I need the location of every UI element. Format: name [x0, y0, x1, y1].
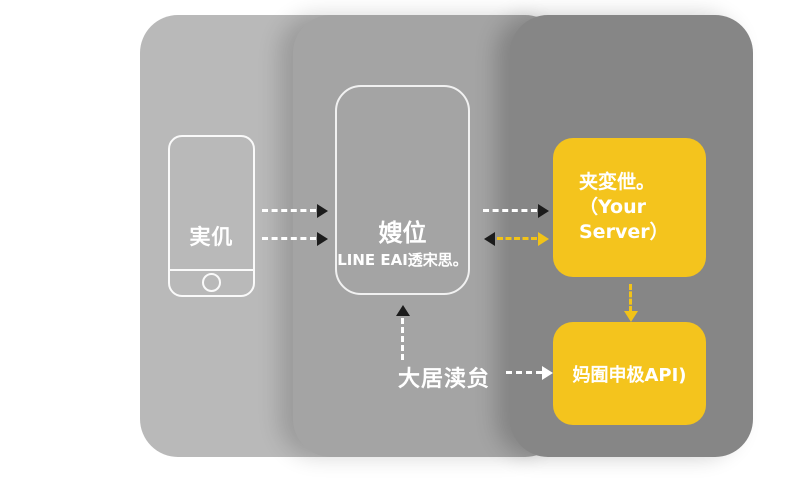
home-button-icon: [202, 273, 221, 292]
arrowhead-left-icon: [484, 232, 495, 246]
arrowhead-right-yellow-icon: [538, 232, 549, 246]
arrow-label-to-api: [506, 371, 542, 374]
platform-title: 嫂位: [378, 219, 427, 247]
arrowhead-up-icon: [396, 305, 410, 316]
arrowhead-down-yellow-icon: [624, 311, 638, 322]
arrow-platform-to-server: [483, 209, 537, 212]
phone-label: 実仉: [189, 225, 234, 249]
arrow-server-to-api: [629, 284, 632, 312]
server-box-line1: 夹変伳。: [579, 171, 656, 193]
platform-subtitle: LINE EAI透宋思。: [337, 251, 468, 269]
webhook-label: 大居渎贠: [398, 367, 491, 392]
arrow-phone-to-platform-2: [262, 237, 316, 240]
api-box-label: 妈囿申极API): [572, 364, 687, 386]
arrowhead-right-icon: [317, 204, 328, 218]
platform-box: 嫂位 LINE EAI透宋思。: [335, 85, 470, 295]
arrow-webhook-up: [401, 318, 404, 360]
arrowhead-right-white-icon: [542, 366, 553, 380]
api-box: 妈囿申极API): [553, 322, 706, 425]
server-box-line2: （Your Server）: [579, 196, 669, 243]
arrowhead-right-icon: [317, 232, 328, 246]
arrow-server-to-platform: [497, 237, 537, 240]
phone-footer: [170, 269, 253, 295]
smartphone-icon: 実仉: [168, 135, 255, 297]
server-box: 夹変伳。 （Your Server）: [553, 138, 706, 277]
arrowhead-right-icon: [538, 204, 549, 218]
arrow-phone-to-platform-1: [262, 209, 316, 212]
